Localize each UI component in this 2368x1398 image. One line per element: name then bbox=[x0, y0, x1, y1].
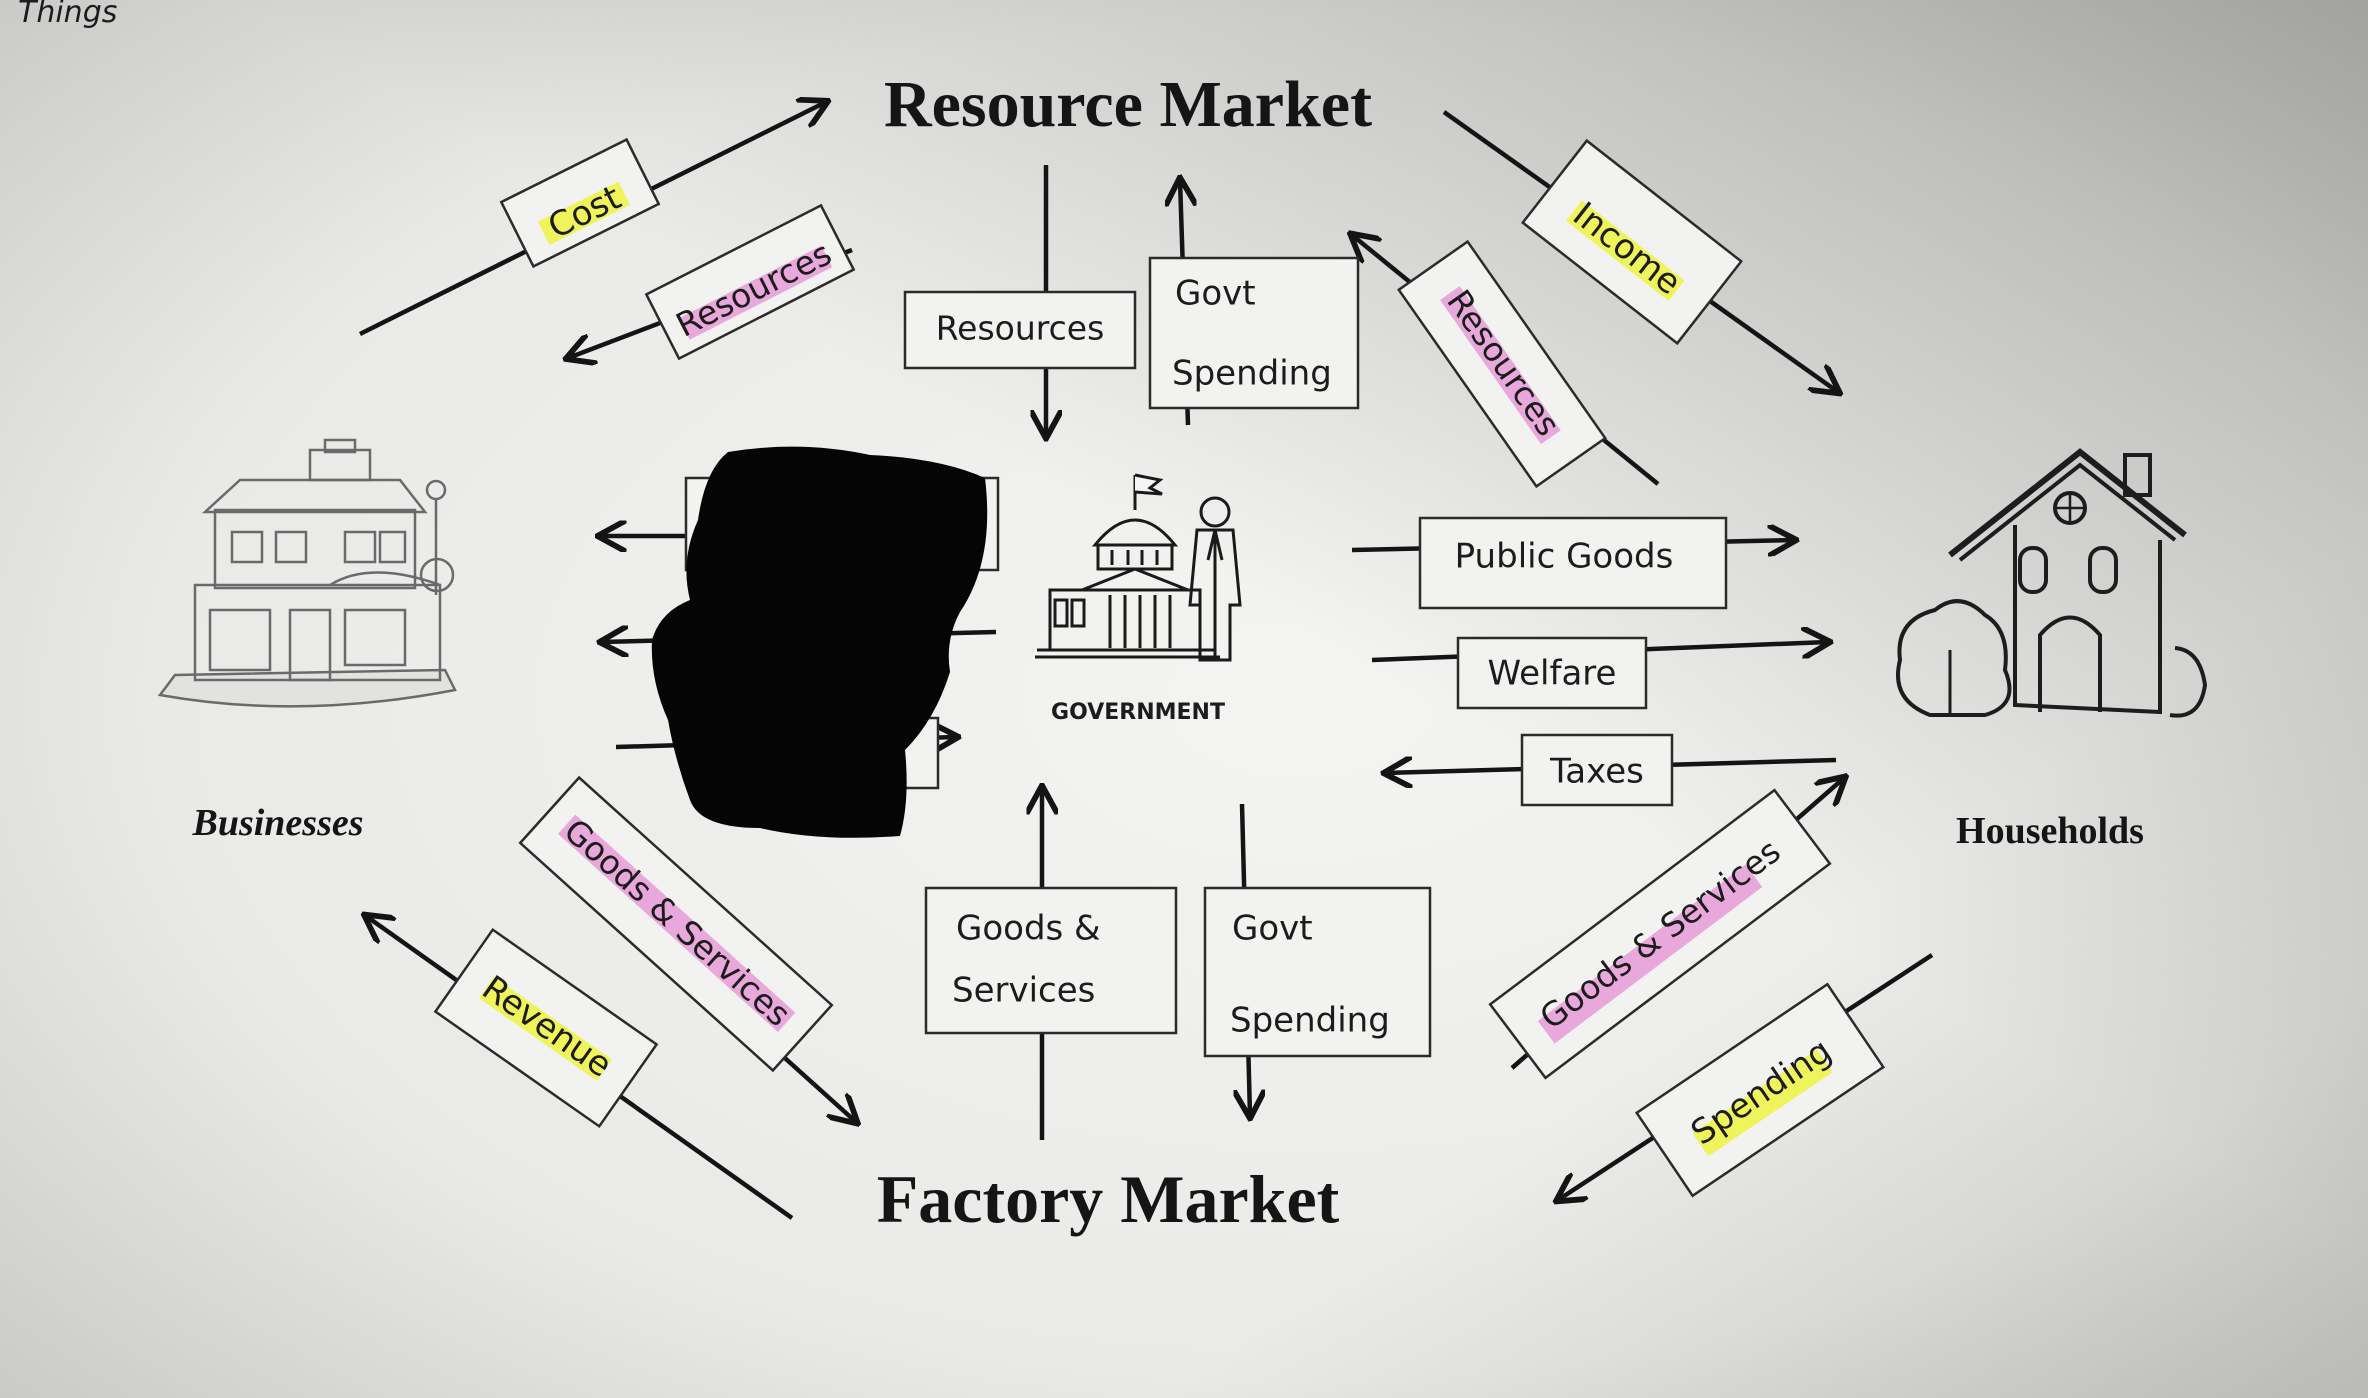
taxes-label-box: Taxes bbox=[1520, 733, 1674, 807]
business-building-icon bbox=[157, 438, 457, 708]
govt-spending-bottom-line2: Spending bbox=[1230, 1001, 1390, 1041]
factory-market-title: Factory Market bbox=[877, 1161, 1340, 1237]
goods-services-to-government-label-box: Goods & Services bbox=[924, 886, 1178, 1035]
govt-spending-bottom-label-box: Govt Spending bbox=[1203, 886, 1432, 1058]
welfare-label: Welfare bbox=[1488, 654, 1617, 694]
government-capitol-icon bbox=[1035, 473, 1242, 662]
govt-spending-top-label-box: Govt Spending bbox=[1148, 256, 1360, 410]
welfare-label-box: Welfare bbox=[1456, 636, 1648, 710]
households-label: Households bbox=[1956, 810, 2144, 852]
goods-services-govt-line2: Services bbox=[952, 971, 1095, 1011]
household-house-icon bbox=[1896, 448, 2208, 718]
handwritten-note: Things bbox=[18, 0, 117, 30]
govt-spending-top-line2: Spending bbox=[1172, 354, 1332, 394]
goods-services-govt-line1: Goods & bbox=[956, 909, 1101, 949]
govt-spending-bottom-line1: Govt bbox=[1232, 909, 1313, 949]
public-goods-label: Public Goods bbox=[1455, 537, 1674, 577]
government-label: GOVERNMENT bbox=[1051, 700, 1225, 725]
spending-label-box: Spending bbox=[1634, 982, 1886, 1198]
resources-from-households-label-box: Resources bbox=[1397, 239, 1607, 489]
businesses-label: Businesses bbox=[191, 802, 363, 844]
public-goods-label-box: Public Goods bbox=[1418, 516, 1728, 610]
resource-market-title: Resource Market bbox=[884, 68, 1372, 141]
redaction-blob bbox=[651, 446, 988, 838]
resources-to-government-label-box: Resources bbox=[903, 290, 1137, 370]
govt-spending-top-line1: Govt bbox=[1175, 274, 1256, 314]
resources-to-government-label: Resources bbox=[936, 309, 1105, 348]
taxes-label: Taxes bbox=[1549, 752, 1644, 792]
